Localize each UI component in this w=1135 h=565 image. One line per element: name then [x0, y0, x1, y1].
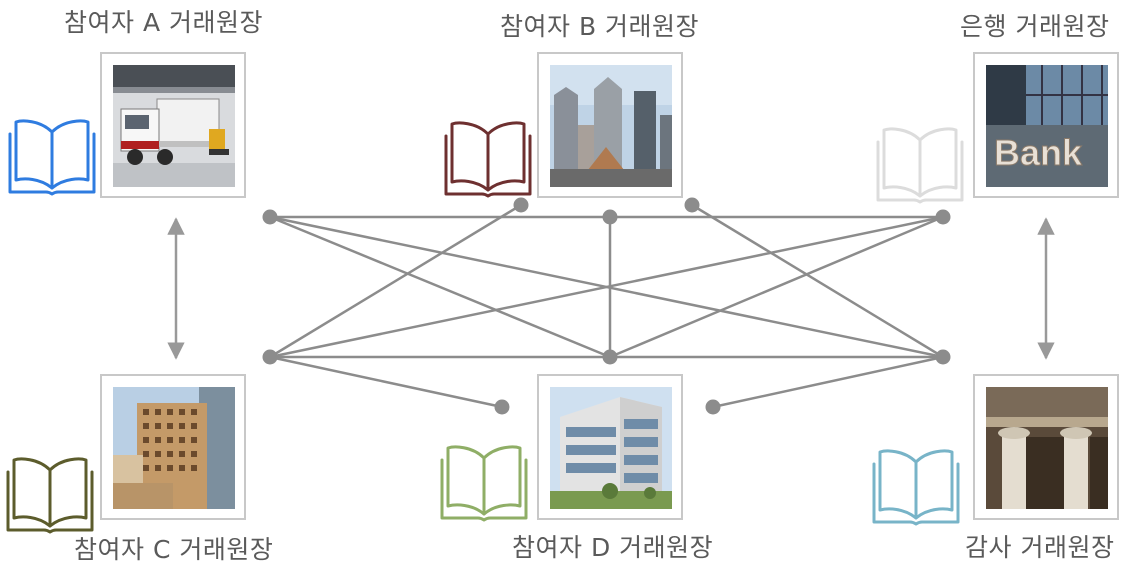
connection-line	[269, 215, 611, 359]
network-node-dot	[262, 209, 278, 225]
participant-b-photo	[537, 52, 683, 198]
bank-photo-icon: Bank	[986, 65, 1108, 187]
network-node-dot	[935, 209, 951, 225]
participant-d-photo	[537, 374, 683, 520]
connection-line	[712, 355, 944, 409]
skyline-photo-icon	[550, 65, 672, 187]
connection-line	[691, 203, 944, 359]
participant-b-ledger-label: 참여자 B 거래원장	[500, 12, 700, 41]
book-icon	[872, 449, 960, 526]
network-node-dot	[602, 349, 618, 365]
book-icon	[440, 445, 528, 522]
network-node-dot	[602, 209, 618, 225]
network-connections	[269, 203, 944, 409]
book-icon	[444, 121, 532, 198]
network-node-dot	[494, 399, 510, 415]
columns-photo-icon	[986, 387, 1108, 509]
office-tower-photo-icon	[113, 387, 235, 509]
connection-line	[269, 203, 522, 359]
audit-ledger-label: 감사 거래원장	[965, 533, 1115, 562]
network-node-dot	[513, 197, 529, 213]
bank-sign-text: Bank	[994, 132, 1083, 173]
participant-a-photo	[100, 52, 246, 198]
network-nodes	[262, 197, 951, 415]
network-node-dot	[705, 399, 721, 415]
truck-photo-icon	[113, 65, 235, 187]
participant-c-photo	[100, 374, 246, 520]
connection-line	[269, 355, 503, 409]
participant-c-ledger-label: 참여자 C 거래원장	[74, 535, 274, 564]
network-node-dot	[935, 349, 951, 365]
bank-ledger-label: 은행 거래원장	[960, 12, 1110, 41]
book-icon	[6, 457, 94, 534]
connection-line	[609, 215, 944, 359]
book-icon	[876, 127, 964, 204]
network-node-dot	[262, 349, 278, 365]
bank-photo: Bank	[973, 52, 1119, 198]
audit-photo	[973, 374, 1119, 520]
connection-line	[269, 215, 944, 359]
book-icon	[8, 119, 96, 196]
network-node-dot	[684, 197, 700, 213]
participant-d-ledger-label: 참여자 D 거래원장	[512, 533, 714, 562]
office-building-photo-icon	[550, 387, 672, 509]
participant-a-ledger-label: 참여자 A 거래원장	[64, 8, 263, 37]
